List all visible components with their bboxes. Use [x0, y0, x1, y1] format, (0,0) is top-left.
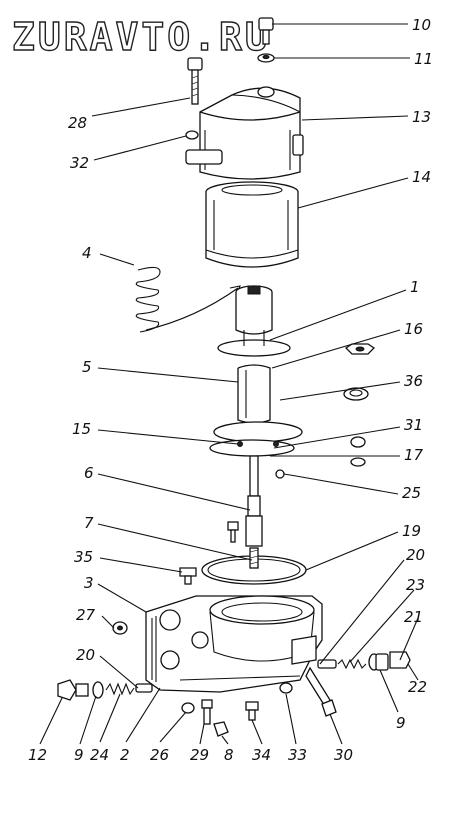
callout-5: 5 — [82, 358, 92, 376]
callout-15: 15 — [72, 420, 91, 438]
callout-11: 11 — [414, 50, 433, 68]
callout-27: 27 — [76, 606, 96, 624]
part-33-washer — [279, 682, 293, 694]
callout-8: 8 — [224, 746, 234, 764]
part-20-pin-left — [135, 683, 153, 693]
callout-35: 35 — [74, 548, 93, 566]
callout-23: 23 — [406, 576, 425, 594]
callout-labels: 10 11 28 13 32 14 4 1 16 5 36 15 31 17 6… — [28, 16, 433, 764]
part-12-plug — [57, 679, 89, 701]
callout-36: 36 — [404, 372, 423, 390]
part-1-rotor — [217, 285, 291, 357]
callout-12: 12 — [28, 746, 47, 764]
callout-6: 6 — [84, 464, 94, 482]
part-36-ring — [343, 387, 369, 401]
callout-16: 16 — [404, 320, 423, 338]
callout-28: 28 — [68, 114, 87, 132]
part-6-rod — [227, 455, 263, 547]
part-32-clip — [185, 130, 199, 140]
part-20-pin-right — [317, 659, 337, 669]
part-29-bolt — [201, 699, 213, 725]
part-34-bolt — [245, 701, 259, 721]
part-16-nut — [344, 343, 376, 355]
part-35-bolt — [179, 567, 197, 585]
callout-33: 33 — [288, 746, 307, 764]
callout-2: 2 — [120, 746, 130, 764]
part-23-spring — [337, 658, 367, 670]
callout-26: 26 — [150, 746, 169, 764]
callout-4: 4 — [82, 244, 92, 262]
part-28-bolt — [187, 57, 203, 105]
part-5-shaft — [237, 364, 271, 424]
part-21-fitting — [368, 651, 411, 671]
callout-9-left: 9 — [74, 746, 84, 764]
callout-21: 21 — [404, 608, 423, 626]
callout-29: 29 — [190, 746, 209, 764]
part-15-plate — [209, 421, 303, 457]
callout-34: 34 — [252, 746, 271, 764]
part-9-washer-left — [92, 681, 104, 699]
part-3-housing — [145, 595, 323, 693]
callout-13: 13 — [412, 108, 431, 126]
part-31-nut — [350, 436, 366, 448]
callout-32: 32 — [70, 154, 89, 172]
callout-7: 7 — [84, 514, 94, 532]
part-25-screw — [275, 469, 297, 479]
part-11-washer — [257, 53, 275, 63]
part-8-bolt — [213, 721, 229, 737]
part-27-washer — [112, 621, 128, 635]
callout-9-right: 9 — [396, 714, 406, 732]
part-30-bolt — [305, 666, 337, 717]
callout-1: 1 — [410, 278, 420, 296]
callout-25: 25 — [402, 484, 421, 502]
part-17-nut — [350, 457, 366, 467]
callout-24: 24 — [90, 746, 109, 764]
leader-lines — [39, 23, 419, 745]
part-13-cover — [185, 86, 304, 180]
callout-10: 10 — [412, 16, 431, 34]
part-24-spring — [105, 682, 135, 696]
callout-30: 30 — [334, 746, 353, 764]
part-26-clip — [181, 702, 195, 714]
callout-22: 22 — [408, 678, 427, 696]
part-7-tip — [249, 547, 259, 569]
callout-3: 3 — [84, 574, 94, 592]
watermark-text: ZURAVTO.RU — [12, 15, 271, 59]
callout-19: 19 — [402, 522, 421, 540]
callout-14: 14 — [412, 168, 431, 186]
part-14-cup — [205, 181, 299, 268]
callout-17: 17 — [404, 446, 424, 464]
callout-20-right: 20 — [406, 546, 425, 564]
callout-20-left: 20 — [76, 646, 95, 664]
part-4-spring — [135, 266, 241, 333]
callout-31: 31 — [404, 416, 423, 434]
